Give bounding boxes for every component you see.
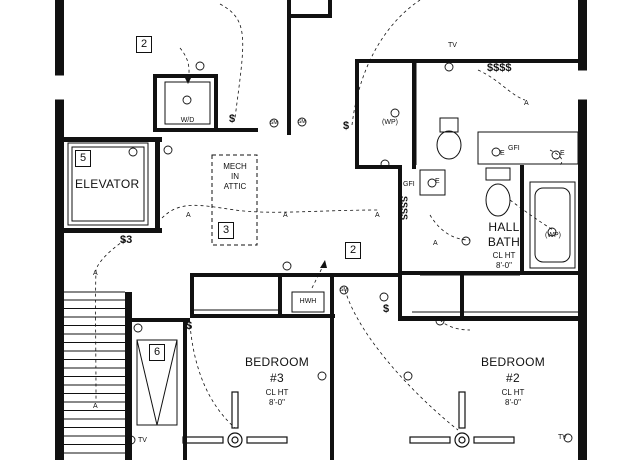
hall-bath-label-line2: BATH bbox=[487, 235, 521, 249]
e-symbol-vanity-1: E bbox=[500, 150, 505, 157]
smoke-detector-1: SM bbox=[270, 120, 278, 126]
wp-symbol-bath: (WP) bbox=[382, 119, 398, 126]
tv-symbol-top: TV bbox=[448, 42, 457, 49]
switch-three-way-symbol: $3 bbox=[120, 234, 133, 246]
tag-mech: 3 bbox=[218, 222, 234, 239]
bedroom3-label-line2: #3 bbox=[270, 371, 284, 385]
bedroom2-ceiling-line1: CL HT bbox=[501, 388, 525, 397]
bedroom2-ceiling-line2: 8'-0" bbox=[505, 398, 521, 407]
mech-label-line1: MECH bbox=[223, 162, 247, 171]
light-symbol-2: A bbox=[283, 212, 288, 219]
switch-corridor-symbol: $ bbox=[343, 120, 350, 132]
light-symbol-3: A bbox=[375, 212, 380, 219]
mech-label-line3: ATTIC bbox=[223, 182, 247, 191]
tag-closet: 6 bbox=[149, 344, 165, 361]
light-symbol-1: A bbox=[186, 212, 191, 219]
light-symbol-7: A bbox=[433, 240, 438, 247]
switch-bedroom2-symbol: $ bbox=[383, 303, 390, 315]
switch-bedroom3-symbol: $ bbox=[186, 320, 193, 332]
light-symbol-4: A bbox=[93, 270, 98, 277]
tv-symbol-bedroom2: TV bbox=[558, 434, 567, 441]
light-symbol-5: A bbox=[93, 403, 98, 410]
switch-quad-symbol: $$$$ bbox=[487, 62, 512, 74]
wp-symbol-hall-bath: (WP) bbox=[545, 232, 561, 239]
bedroom3-label-line1: BEDROOM bbox=[244, 355, 310, 369]
smoke-detector-3: SM bbox=[340, 287, 348, 293]
e-symbol-vanity-2: E bbox=[560, 150, 565, 157]
bedroom2-label-line1: BEDROOM bbox=[480, 355, 546, 369]
hall-bath-label-line1: HALL bbox=[488, 220, 520, 234]
smoke-detector-2: SM bbox=[298, 119, 306, 125]
tag-elevator: 5 bbox=[75, 150, 91, 167]
bedroom3-ceiling-line1: CL HT bbox=[265, 388, 289, 397]
hall-bath-ceiling-line2: 8'-0" bbox=[496, 261, 512, 270]
bedroom3-ceiling-line2: 8'-0" bbox=[269, 398, 285, 407]
bedroom2-label-line2: #2 bbox=[506, 371, 520, 385]
water-heater-label: HWH bbox=[299, 298, 317, 305]
light-symbol-6: A bbox=[524, 100, 529, 107]
hall-bath-ceiling-line1: CL HT bbox=[492, 251, 516, 260]
tag-laundry: 2 bbox=[136, 36, 152, 53]
e-symbol-hall-bath: E bbox=[435, 178, 440, 185]
tv-symbol-bedroom3: TV bbox=[138, 437, 147, 444]
gfi-symbol-vanity: GFI bbox=[508, 145, 520, 152]
mech-label-line2: IN bbox=[231, 172, 239, 181]
laundry-label: W/D bbox=[180, 117, 195, 124]
gfi-symbol-hall-bath: GFI bbox=[403, 181, 415, 188]
elevator-label: ELEVATOR bbox=[75, 177, 140, 191]
switch-quad-vertical-symbol: SSSS bbox=[399, 196, 409, 221]
tag-water-heater: 2 bbox=[345, 242, 361, 259]
switch-laundry-symbol: $ bbox=[229, 113, 236, 125]
